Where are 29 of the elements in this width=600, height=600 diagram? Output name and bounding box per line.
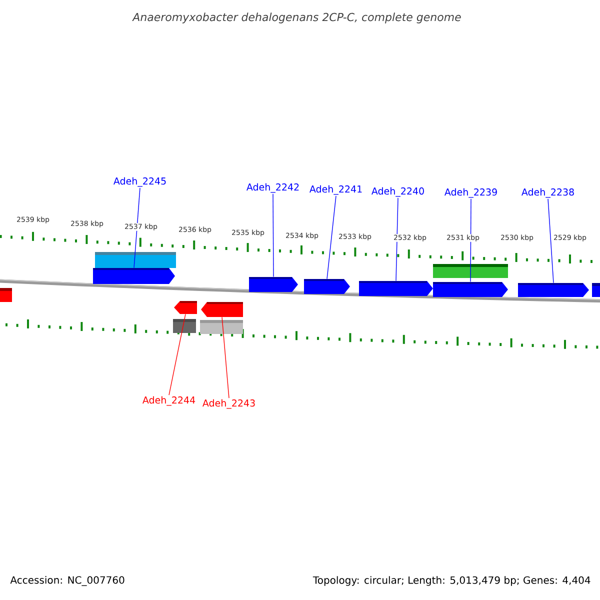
gene-label: Adeh_2240 bbox=[372, 187, 424, 197]
gene-block bbox=[433, 282, 508, 297]
gene-block bbox=[592, 283, 600, 297]
gene-label: Adeh_2241 bbox=[310, 185, 362, 195]
gene-label: Adeh_2243 bbox=[202, 399, 255, 409]
accession-text: Accession: NC_007760 bbox=[10, 576, 124, 586]
gene-label: Adeh_2245 bbox=[114, 177, 166, 187]
gene-block bbox=[359, 281, 433, 296]
leader-line bbox=[470, 198, 472, 282]
gene-block bbox=[201, 302, 243, 317]
leader-line bbox=[168, 314, 186, 396]
gene-block bbox=[304, 279, 350, 294]
leader-line bbox=[222, 316, 230, 398]
leader-line bbox=[396, 198, 398, 282]
leader-line bbox=[548, 198, 554, 284]
gene-block bbox=[518, 283, 589, 297]
gene-label: Adeh_2239 bbox=[444, 188, 497, 198]
gene-label: Adeh_2244 bbox=[142, 396, 196, 406]
gene-block bbox=[0, 288, 12, 302]
gene-label: Adeh_2242 bbox=[246, 183, 299, 193]
title: Anaeromyxobacter dehalogenans 2CP-C, complete genome bbox=[132, 12, 461, 24]
leader-line bbox=[272, 194, 274, 278]
leader-line bbox=[326, 196, 336, 280]
gene-block bbox=[249, 277, 298, 292]
gene-block bbox=[93, 268, 175, 284]
leader-line bbox=[134, 188, 140, 268]
genome-info-text: Topology: circular; Length: 5,013,479 bp; Genes: 4,404 bbox=[312, 576, 590, 586]
gene-label: Adeh_2238 bbox=[522, 188, 574, 198]
gene-block bbox=[174, 301, 197, 314]
